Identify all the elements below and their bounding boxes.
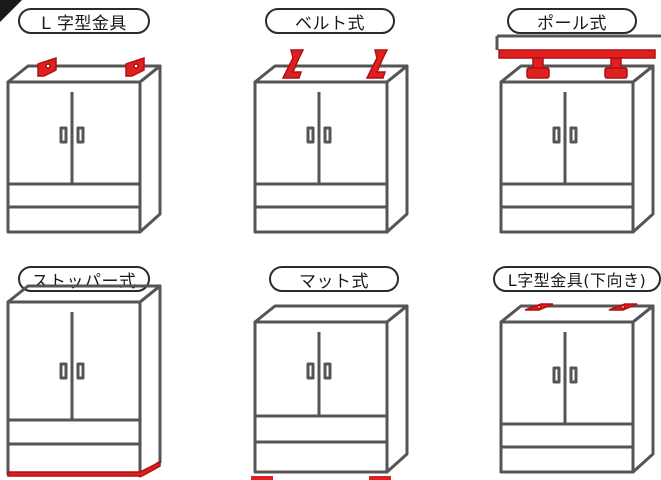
mat-pad-right [369,476,391,480]
panel-l-bracket-down: L字型金具(下向き) [493,240,661,480]
cabinet-illustration [251,304,409,480]
panel-label: マット式 [299,271,369,292]
panel-mat: マット式 [247,240,467,480]
panel-label: ポール式 [537,13,607,34]
label-pill: ポール式 [507,8,637,34]
mat-pad-left [251,476,273,480]
cabinet-illustration [6,56,162,234]
stopper-strip [7,460,161,477]
pole-right [604,57,628,79]
cabinet-illustration [495,34,661,234]
cabinet-illustration [6,284,162,478]
label-pill: マット式 [269,266,399,292]
panel-label: L 字型金具 [41,13,127,34]
cabinet-illustration [253,49,409,234]
corner-mark [0,0,22,22]
l-bracket-down-right [608,303,638,311]
panel-pole: ポール式 [493,0,661,240]
panel-belt: ベルト式 [247,0,467,240]
l-bracket-down-left [524,303,554,311]
label-pill: ベルト式 [265,8,395,34]
pole-ceiling-bar [498,49,656,59]
cabinet-illustration [499,303,655,474]
panel-label: ベルト式 [295,13,365,34]
pole-left [526,57,550,79]
belt-right [365,49,389,79]
label-pill: L字型金具(下向き) [493,266,661,292]
l-bracket-right [125,56,145,77]
panel-stopper: ストッパー式 [0,240,220,480]
belt-left [281,49,305,79]
label-pill: L 字型金具 [18,8,150,34]
l-bracket-left [37,56,57,77]
panel-l-bracket: L 字型金具 [0,0,220,240]
panel-label: L字型金具(下向き) [507,271,647,290]
